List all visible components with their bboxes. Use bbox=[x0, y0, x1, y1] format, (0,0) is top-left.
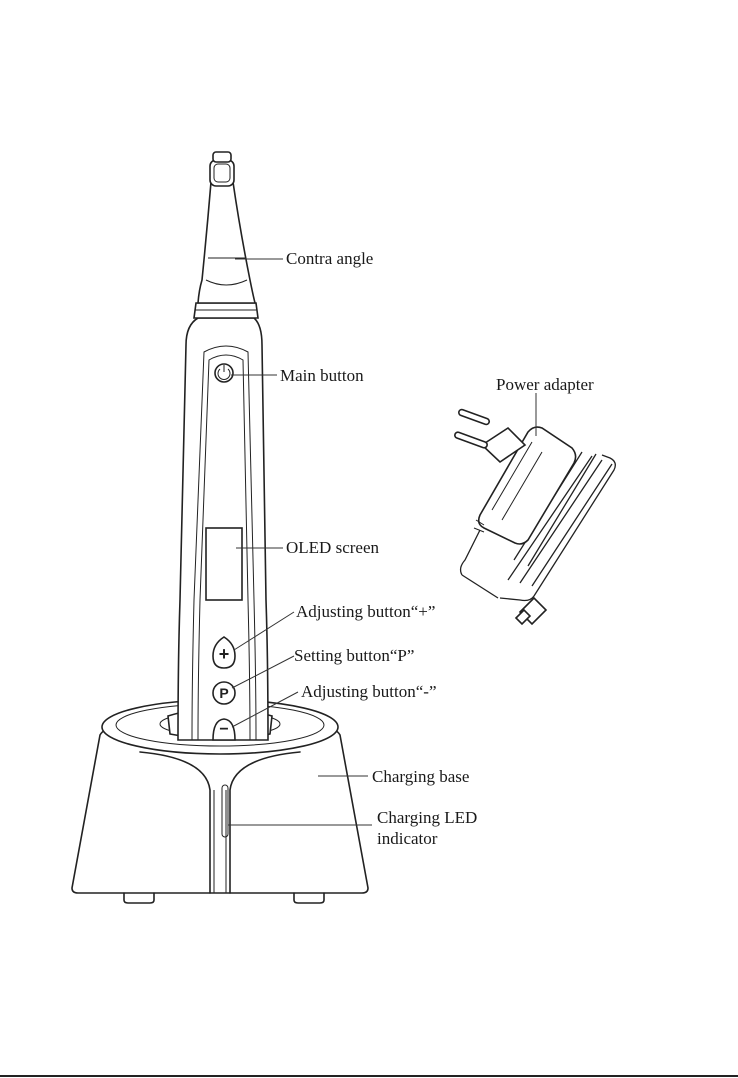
bottom-rule bbox=[0, 1075, 738, 1077]
label-oled-screen: OLED screen bbox=[286, 538, 379, 558]
label-adjusting-minus: Adjusting button“-” bbox=[301, 682, 437, 702]
label-charging-base: Charging base bbox=[372, 767, 469, 787]
label-adjusting-plus: Adjusting button“+” bbox=[296, 602, 435, 622]
label-contra-angle: Contra angle bbox=[286, 249, 373, 269]
minus-button-glyph: − bbox=[214, 720, 234, 740]
label-main-button: Main button bbox=[280, 366, 364, 386]
p-button-glyph: P bbox=[214, 683, 234, 703]
power-adapter bbox=[454, 409, 615, 624]
label-charging-led-line1: Charging LED bbox=[377, 808, 477, 828]
label-power-adapter: Power adapter bbox=[496, 375, 594, 395]
label-charging-led-line2: indicator bbox=[377, 829, 437, 849]
label-setting-p: Setting button“P” bbox=[294, 646, 414, 666]
plus-button-glyph: + bbox=[214, 644, 234, 664]
